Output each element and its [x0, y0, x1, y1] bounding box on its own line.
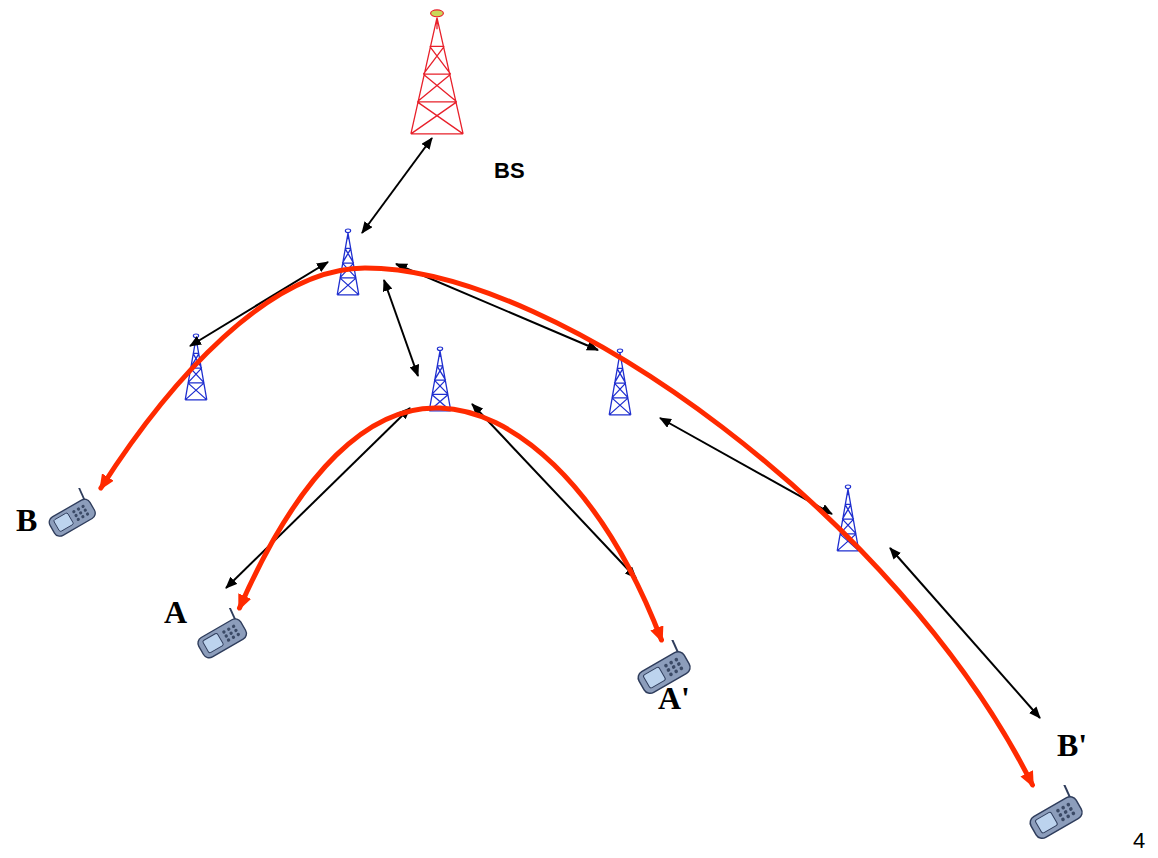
phone-icon	[1022, 785, 1092, 845]
radio-link	[226, 408, 410, 588]
base-station-tower: BS	[408, 8, 466, 136]
route-arrow	[101, 268, 1033, 785]
node-label: B'	[1057, 729, 1087, 761]
radio-links	[190, 138, 1040, 718]
radio-link	[190, 262, 328, 346]
mobile-phone: B'	[1022, 785, 1092, 845]
tower-icon	[408, 8, 466, 136]
radio-link	[362, 138, 432, 233]
relay-tower	[429, 347, 451, 411]
node-label: BS	[494, 160, 525, 182]
relay-tower	[837, 485, 859, 551]
mobile-phone: A	[190, 608, 256, 664]
radio-link	[472, 404, 636, 578]
page-number: 4	[1133, 830, 1145, 852]
phone-icon	[42, 488, 104, 543]
phone-icon	[190, 608, 256, 664]
relay-tower	[337, 229, 359, 295]
node-label: A'	[658, 682, 690, 714]
node-label: B	[16, 504, 37, 536]
mobile-phone: B	[42, 488, 104, 543]
route-arrow	[240, 408, 662, 640]
mobile-phone: A'	[630, 640, 700, 700]
node-label: A	[164, 596, 187, 628]
relay-towers	[185, 229, 859, 551]
radio-link	[890, 548, 1040, 718]
radio-link	[384, 280, 418, 376]
